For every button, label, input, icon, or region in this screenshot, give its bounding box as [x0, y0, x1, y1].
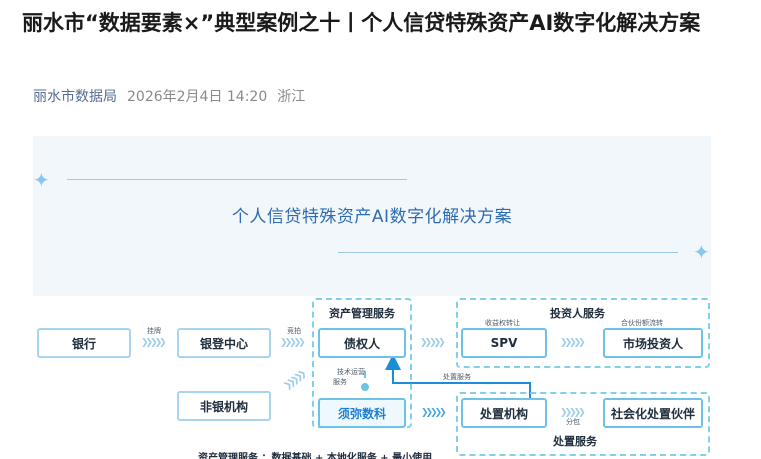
node-social-partner[interactable]: 社会化处置伙伴	[603, 398, 703, 428]
edge-label-income-transfer: 收益权转让	[485, 319, 520, 327]
article-title: 丽水市“数据要素×”典型案例之十丨个人信贷特殊资产AI数字化解决方案	[22, 11, 701, 35]
edge-label-subcontract: 分包	[566, 418, 580, 426]
flow-chevrons: ❯❯❯❯❯	[560, 338, 586, 348]
flow-chevrons: ❯❯❯❯❯	[421, 408, 447, 418]
sparkle-icon: ✦	[693, 240, 710, 264]
link-dot	[361, 383, 369, 391]
edge-label-tech-ops-2: 服务	[333, 378, 347, 386]
sparkle-icon: ✦	[33, 168, 50, 192]
edge-label-disposal-service: 处置服务	[443, 373, 471, 381]
solution-diagram: ✦ ✦ 个人信贷特殊资产AI数字化解决方案 资产管理服务 投资人服务 处置服务 …	[33, 136, 711, 459]
node-disposal-org[interactable]: 处置机构	[461, 398, 547, 428]
disposal-service-arrow	[385, 354, 531, 408]
flow-chevrons: ❯❯❯❯❯	[141, 338, 167, 348]
article-meta: 丽水市数据局 2026年2月4日 14:20 浙江	[33, 86, 305, 106]
node-xumi-tech[interactable]: 须弥数科	[318, 398, 406, 428]
banner-line-top	[67, 179, 407, 180]
flow-chevrons: ❯❯❯❯❯	[420, 338, 446, 348]
publish-datetime: 2026年2月4日 14:20	[127, 89, 268, 105]
flow-chevrons: ❯❯❯❯❯	[280, 338, 306, 348]
author-link[interactable]: 丽水市数据局	[33, 89, 117, 105]
investor-service-label: 投资人服务	[550, 307, 605, 320]
diagram-banner: ✦ ✦ 个人信贷特殊资产AI数字化解决方案	[33, 136, 711, 296]
diagram-caption: 资产管理服务 ：数据基础 + 本地化服务 + 最小使用	[198, 453, 433, 459]
disposal-service-group	[456, 392, 710, 456]
diagram-connectors	[361, 354, 531, 408]
node-yindeng-center[interactable]: 银登中心	[177, 328, 271, 358]
edge-label-bidding: 竞拍	[287, 327, 301, 335]
edge-label-partnership-share: 合伙份额流转	[621, 319, 663, 327]
diagram-heading: 个人信贷特殊资产AI数字化解决方案	[231, 207, 513, 227]
flow-chevrons: ❯❯❯❯❯	[560, 408, 586, 418]
node-nonbank-institution[interactable]: 非银机构	[177, 391, 271, 421]
asset-mgmt-label: 资产管理服务	[329, 307, 395, 320]
node-spv[interactable]: SPV	[461, 328, 547, 358]
investor-service-group	[456, 298, 710, 368]
node-market-investor[interactable]: 市场投资人	[603, 328, 703, 358]
publish-location: 浙江	[277, 89, 306, 105]
edge-label-listing: 挂牌	[147, 327, 161, 335]
node-creditor[interactable]: 债权人	[318, 328, 406, 358]
banner-line-bottom	[338, 252, 678, 253]
edge-label-tech-ops: 技术运营	[337, 368, 365, 376]
node-bank[interactable]: 银行	[37, 328, 131, 358]
disposal-service-label: 处置服务	[553, 435, 597, 448]
